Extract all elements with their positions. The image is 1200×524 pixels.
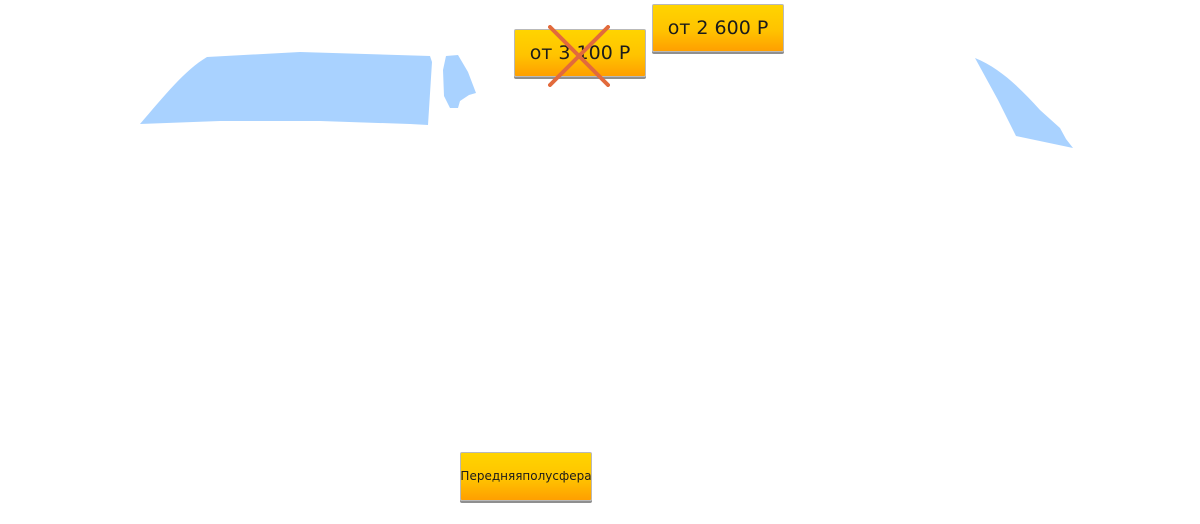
front-hemisphere-label-line2: полусфера <box>522 469 592 483</box>
old-price-label: от 3 100 Р <box>529 42 631 64</box>
front-windshield[interactable] <box>140 52 432 125</box>
current-price-badge: от 2 600 Р <box>652 4 784 52</box>
old-price-badge: от 3 100 Р <box>514 29 646 77</box>
rear-window-glass[interactable] <box>975 58 1073 148</box>
front-hemisphere-label-line1: Передняя <box>460 469 523 483</box>
front-door-glass[interactable] <box>443 55 476 108</box>
front-hemisphere-button[interactable]: Передняя полусфера <box>460 452 592 501</box>
current-price-label: от 2 600 Р <box>667 17 769 39</box>
